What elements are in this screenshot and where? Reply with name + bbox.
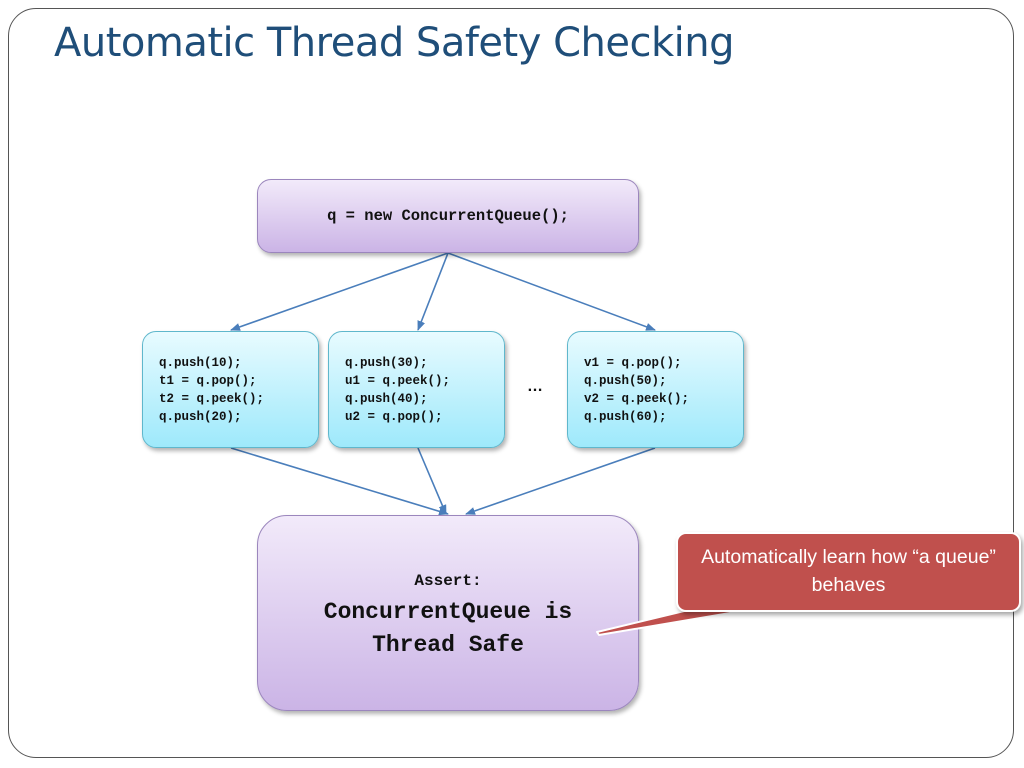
thread-2-line-3: q.push(40); [345,392,428,406]
assert-label: Assert: [414,572,482,590]
thread-2-line-1: q.push(30); [345,356,428,370]
more-threads-ellipsis: … [527,378,543,395]
assert-box: Assert: ConcurrentQueue is Thread Safe [257,515,639,711]
callout-text: Automatically learn how “a queue” behave… [701,546,996,596]
assert-line-2: Thread Safe [372,632,524,658]
assert-statement: ConcurrentQueue is Thread Safe [258,596,638,662]
thread-3-line-2: q.push(50); [584,374,667,388]
callout-note: Automatically learn how “a queue” behave… [676,532,1021,612]
thread-box-2: q.push(30); u1 = q.peek(); q.push(40); u… [328,331,505,448]
thread-1-line-3: t2 = q.peek(); [159,392,265,406]
thread-2-line-4: u2 = q.pop(); [345,410,443,424]
thread-3-line-4: q.push(60); [584,410,667,424]
thread-1-line-1: q.push(10); [159,356,242,370]
assert-line-1: ConcurrentQueue is [323,599,573,625]
thread-1-line-4: q.push(20); [159,410,242,424]
thread-1-line-2: t1 = q.pop(); [159,374,257,388]
thread-3-line-3: v2 = q.peek(); [584,392,690,406]
thread-2-line-2: u1 = q.peek(); [345,374,451,388]
thread-3-line-1: v1 = q.pop(); [584,356,682,370]
init-code: q = new ConcurrentQueue(); [327,207,569,225]
thread-box-1: q.push(10); t1 = q.pop(); t2 = q.peek();… [142,331,319,448]
init-box: q = new ConcurrentQueue(); [257,179,639,253]
thread-box-3: v1 = q.pop(); q.push(50); v2 = q.peek();… [567,331,744,448]
slide-title: Automatic Thread Safety Checking [54,20,735,66]
